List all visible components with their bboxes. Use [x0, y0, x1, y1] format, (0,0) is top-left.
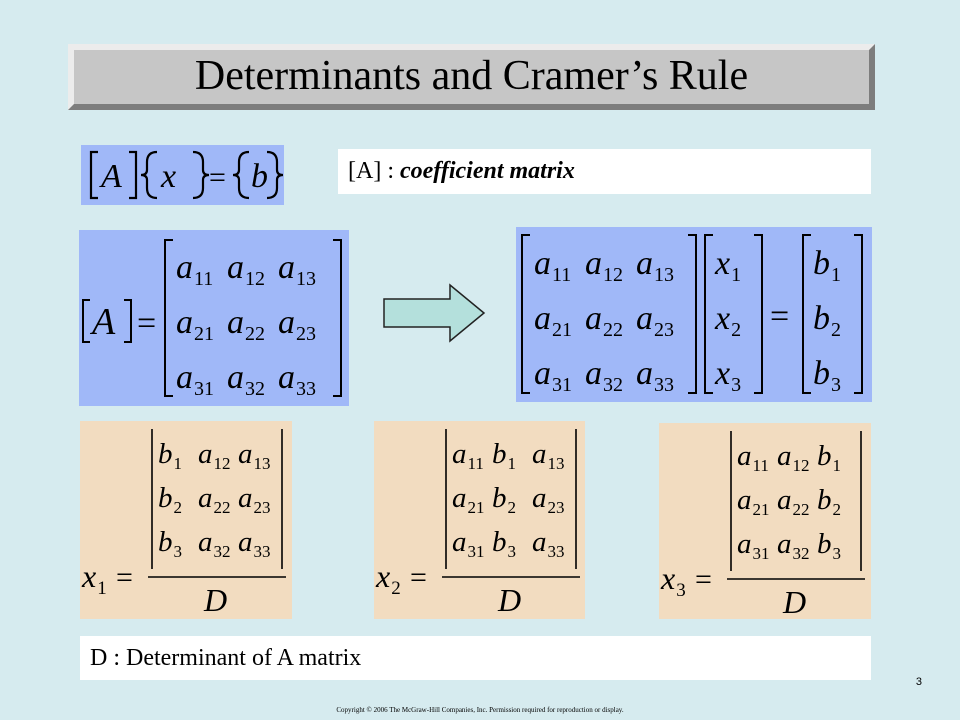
cramer-1-cell-2-1: b2: [158, 482, 182, 517]
matrix-a-bracket-right: [333, 239, 342, 397]
matrix-a-cell-1-2: a12: [227, 249, 265, 290]
cramer-2-cell-2-2: b2: [492, 482, 516, 517]
cramer-3-denominator: D: [782, 584, 806, 619]
cramer-1-cell-1-2: a12: [198, 438, 231, 473]
expanded-system-box: a11 a12 a13 a21 a22 a23 a31 a32 a33 x1 x2 x3 = b1 b2 b3: [516, 227, 872, 402]
cramer-2-cell-2-1: a21: [452, 482, 485, 517]
cramer-3-cell-2-1: a21: [737, 484, 770, 519]
cramer-1-cell-2-3: a23: [238, 482, 271, 517]
cramer-1-cell-3-2: a32: [198, 526, 231, 561]
cramer-2-cell-3-3: a33: [532, 526, 565, 561]
b-col-cell-2: b2: [813, 300, 841, 341]
expanded-a-cell-3-3: a33: [636, 355, 674, 396]
matrix-a-box: A = a11 a12 a13 a21 a22 a23 a31 a32 a33: [79, 230, 349, 406]
copyright-notice: Copyright © 2006 The McGraw-Hill Compani…: [336, 706, 624, 714]
expanded-a-cell-1-3: a13: [636, 245, 674, 286]
expanded-a-cell-1-1: a11: [534, 245, 571, 286]
lhs-bracket-right: [124, 299, 132, 343]
cramer-3-cell-3-2: a32: [777, 528, 810, 563]
x-col-cell-1: x1: [714, 245, 741, 286]
cramer-1-cell-3-1: b3: [158, 526, 182, 561]
matrix-a-cell-2-3: a23: [278, 304, 316, 345]
system-equation-box: A x = b: [81, 145, 284, 205]
cramer-3-equals: =: [695, 563, 712, 596]
expanded-system-equation: a11 a12 a13 a21 a22 a23 a31 a32 a33 x1 x2 x3 = b1 b2 b3: [521, 234, 863, 396]
cramer-1-lhs: x1: [81, 558, 107, 599]
page-title: Determinants and Cramer’s Rule: [194, 53, 749, 99]
matrix-a-cell-2-2: a22: [227, 304, 265, 345]
page-number: 3: [915, 676, 922, 688]
x-col-cell-3: x3: [714, 355, 741, 396]
cramer-1-cell-2-2: a22: [198, 482, 231, 517]
expanded-a-cell-2-3: a23: [636, 300, 674, 341]
equals-sign: =: [137, 305, 156, 342]
system-equation: A x = b: [89, 150, 284, 200]
cramer-3-cell-1-3: b1: [817, 440, 841, 475]
expanded-a-cell-1-2: a12: [585, 245, 623, 286]
cramer-1-equals: =: [116, 561, 133, 594]
cramer-2-cell-2-3: a23: [532, 482, 565, 517]
determinant-label-box: D : Determinant of A matrix: [80, 636, 871, 680]
cramer-1-cell-1-1: b1: [158, 438, 182, 473]
cramer-2-cell-3-1: a31: [452, 526, 485, 561]
cramer-2-denominator: D: [497, 582, 521, 618]
cramer-3-cell-3-3: b3: [817, 528, 841, 563]
cramer-3-cell-2-3: b2: [817, 484, 841, 519]
x-col-cell-2: x2: [714, 300, 741, 341]
cramer-2-cell-1-2: b1: [492, 438, 516, 473]
system-a: A: [99, 158, 122, 195]
expanded-a-bracket-right: [688, 234, 697, 394]
expanded-a-cell-2-2: a22: [585, 300, 623, 341]
matrix-a-cell-2-1: a21: [176, 304, 214, 345]
cramer-1-denominator: D: [203, 582, 227, 618]
cramer-3-cell-2-2: a22: [777, 484, 810, 519]
coefficient-label-box: [A] : coefficient matrix: [338, 149, 871, 194]
determinant-text: D : Determinant of A matrix: [90, 644, 362, 671]
cramer-2-equals: =: [410, 561, 427, 594]
cramer-2-lhs: x2: [375, 558, 401, 599]
expanded-a-cell-3-2: a32: [585, 355, 623, 396]
coefficient-text: coefficient matrix: [399, 158, 575, 184]
expanded-a-bracket-left: [521, 234, 530, 394]
cramer-2-cell-3-2: b3: [492, 526, 516, 561]
system-eq: =: [209, 161, 226, 194]
right-arrow-icon: [383, 283, 486, 343]
matrix-a-cell-3-2: a32: [227, 359, 265, 400]
b-col-cell-1: b1: [813, 245, 841, 286]
matrix-a-cell-3-1: a31: [176, 359, 214, 400]
cramer-1-cell-1-3: a13: [238, 438, 271, 473]
b-col-bracket-left: [802, 234, 811, 394]
expanded-a-cell-3-1: a31: [534, 355, 572, 396]
matrix-a-equation: A = a11 a12 a13 a21 a22 a23 a31 a32 a33: [82, 239, 342, 400]
lhs-bracket-left: [82, 299, 90, 343]
matrix-a-cell-1-3: a13: [278, 249, 316, 290]
x-col-bracket-left: [704, 234, 713, 394]
b-col-cell-3: b3: [813, 355, 841, 396]
cramer-3-cell-1-2: a12: [777, 440, 810, 475]
system-b: b: [251, 158, 268, 195]
expanded-a-cell-2-1: a21: [534, 300, 572, 341]
cramer-1-cell-3-3: a33: [238, 526, 271, 561]
matrix-a-bracket-left: [164, 239, 173, 397]
cramer-2-cell-1-3: a13: [532, 438, 565, 473]
system-x: x: [160, 158, 176, 195]
x-col-bracket-right: [754, 234, 763, 394]
cramer-2-cell-1-1: a11: [452, 438, 484, 473]
cramer-3-cell-1-1: a11: [737, 440, 769, 475]
equals-sign: =: [770, 298, 789, 335]
matrix-a-cell-1-1: a11: [176, 249, 213, 290]
cramer-3-lhs: x3: [660, 560, 686, 601]
coefficient-prefix: [A] :: [348, 158, 400, 184]
title-bar: Determinants and Cramer’s Rule: [68, 44, 875, 110]
cramer-3-cell-3-1: a31: [737, 528, 770, 563]
lhs-a: A: [89, 301, 116, 343]
matrix-a-cell-3-3: a33: [278, 359, 316, 400]
b-col-bracket-right: [854, 234, 863, 394]
